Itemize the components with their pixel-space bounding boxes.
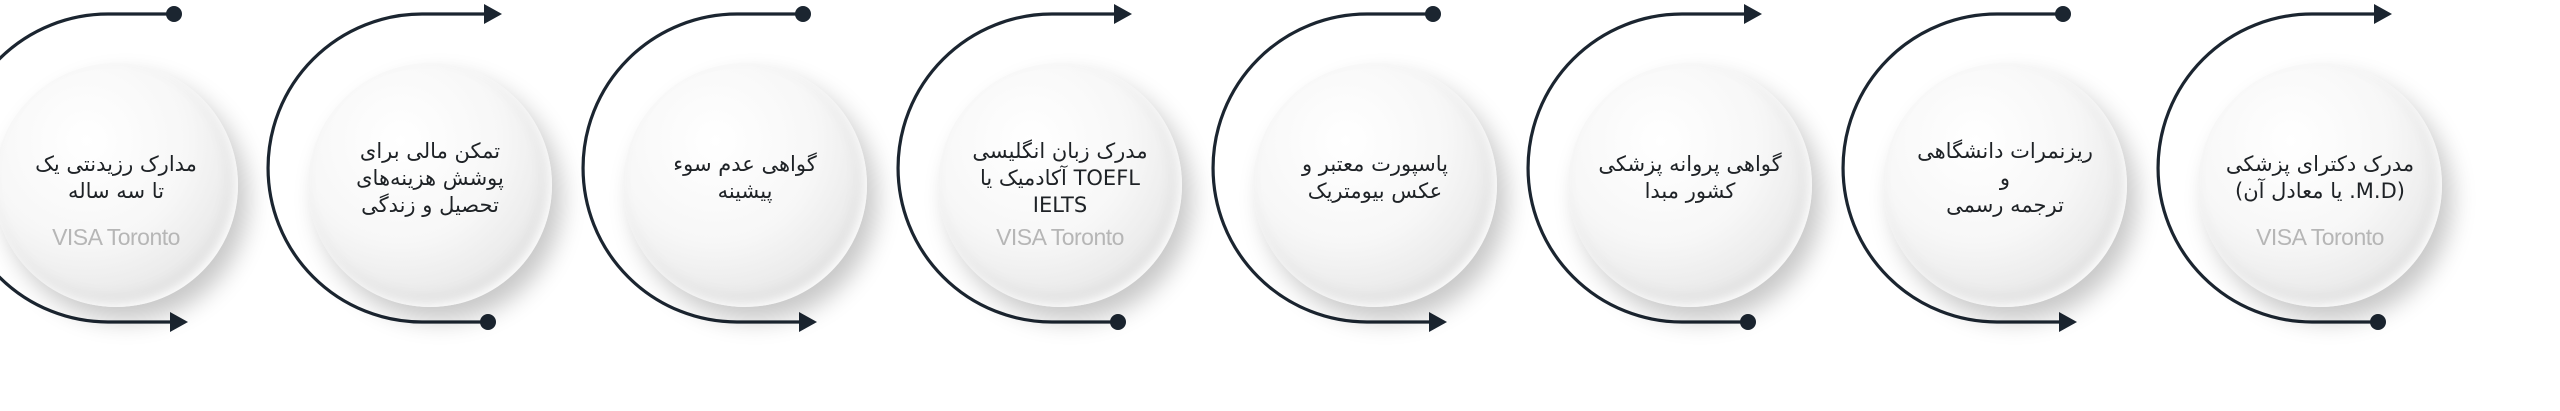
connector-dot-bottom — [1110, 314, 1126, 330]
arrow-head-bottom — [2059, 312, 2077, 332]
step-label: ریزنمرات دانشگاهی و ترجمه رسمی — [1917, 138, 2093, 217]
arrow-head-bottom — [799, 312, 817, 332]
step-circle-1: مدرک دکترای پزشکی (M.D. یا معادل آن) VIS… — [2198, 63, 2442, 307]
step-label: مدرک زبان انگلیسی TOEFL آکادمیک یا IELTS — [972, 138, 1148, 217]
step-circle-6: گواهی عدم سوء پیشینه — [623, 63, 867, 307]
step-circle-8: مدارک رزیدنتی یک تا سه ساله VISA Toronto — [0, 63, 238, 307]
arrow-head-top — [1114, 4, 1132, 24]
connector-arc — [1211, 12, 1435, 324]
connector-dot-top — [166, 6, 182, 22]
step-circle-3: گواهی پروانه پزشکی کشور مبدا — [1568, 63, 1812, 307]
connector-arc — [266, 12, 490, 324]
connector-arc — [1526, 12, 1750, 324]
connector-arc — [0, 12, 176, 324]
connector-dot-top — [795, 6, 811, 22]
connector-dot-bottom — [1740, 314, 1756, 330]
step-circle-4: پاسپورت معتبر و عکس بیومتریک — [1253, 63, 1497, 307]
arrow-head-top — [2374, 4, 2392, 24]
arrow-head-top — [1744, 4, 1762, 24]
step-circle-7: تمکن مالی برای پوشش هزینه‌های تحصیل و زن… — [308, 63, 552, 307]
connector-arc — [1841, 12, 2065, 324]
connector-arc — [581, 12, 805, 324]
connector-arc — [2156, 12, 2380, 324]
visa-toronto-watermark: VISA Toronto — [2256, 224, 2384, 250]
connector-dot-bottom — [480, 314, 496, 330]
visa-toronto-watermark: VISA Toronto — [996, 224, 1124, 250]
arrow-head-bottom — [1429, 312, 1447, 332]
step-label: تمکن مالی برای پوشش هزینه‌های تحصیل و زن… — [356, 138, 504, 217]
visa-toronto-watermark: VISA Toronto — [52, 224, 180, 250]
step-circle-2: ریزنمرات دانشگاهی و ترجمه رسمی — [1883, 63, 2127, 307]
step-label: مدرک دکترای پزشکی (M.D. یا معادل آن) — [2225, 152, 2415, 203]
step-label: مدارک رزیدنتی یک تا سه ساله — [35, 152, 197, 203]
step-label: پاسپورت معتبر و عکس بیومتریک — [1301, 152, 1449, 203]
step-label: گواهی عدم سوء پیشینه — [673, 152, 817, 203]
connector-arc — [896, 12, 1120, 324]
connector-dot-top — [1425, 6, 1441, 22]
arrow-head-top — [484, 4, 502, 24]
step-label: گواهی پروانه پزشکی کشور مبدا — [1598, 152, 1782, 203]
step-circle-5: مدرک زبان انگلیسی TOEFL آکادمیک یا IELTS… — [938, 63, 1182, 307]
connector-dot-bottom — [2370, 314, 2386, 330]
connector-dot-top — [2055, 6, 2071, 22]
arrow-head-bottom — [170, 312, 188, 332]
